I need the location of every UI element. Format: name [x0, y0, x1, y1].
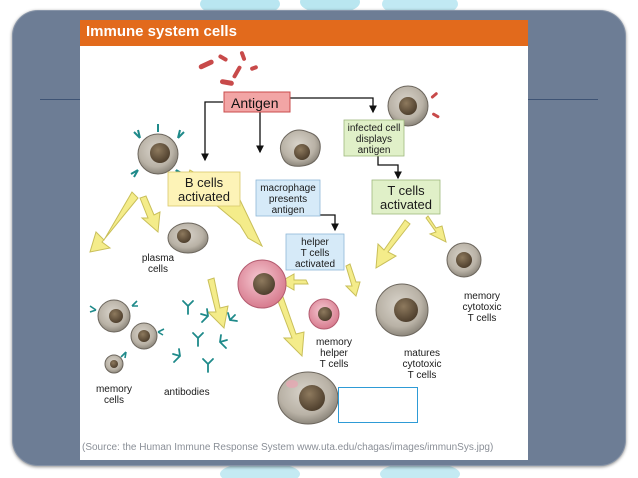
- svg-text:memory: memory: [464, 291, 500, 302]
- memory-helper-line-3: T cells: [320, 359, 349, 370]
- bottom-cell: [277, 371, 339, 425]
- memory-helper-t-cell: [308, 298, 340, 330]
- svg-text:memory: memory: [316, 337, 352, 348]
- svg-text:matures: matures: [404, 348, 440, 359]
- svg-text:T cells: T cells: [408, 370, 437, 381]
- infected-cell: [387, 85, 440, 127]
- memory-cytotoxic-line-3: T cells: [468, 313, 497, 324]
- svg-text:cells: cells: [148, 264, 168, 275]
- placeholder-textbox[interactable]: [338, 387, 418, 423]
- memory-cells-line-2: cells: [104, 395, 124, 406]
- cytotoxic-t-cell: [375, 283, 429, 337]
- memory-cytotoxic-line-2: cytotoxic: [463, 302, 502, 313]
- memory-cytotoxic-t-cell: [446, 242, 482, 278]
- svg-text:helper: helper: [301, 237, 329, 248]
- immune-diagram: Antigen infected cell displays antigen: [89, 51, 502, 425]
- connector-arrows: [201, 97, 402, 232]
- macrophage-line-2: presents: [269, 194, 307, 205]
- antibody-glyphs: [172, 300, 238, 373]
- helper-t-cells-box: [285, 233, 345, 271]
- svg-text:activated: activated: [295, 259, 335, 270]
- macrophage-cell: [279, 129, 321, 167]
- svg-text:helper: helper: [320, 348, 348, 359]
- helper-line-2: T cells: [301, 248, 330, 259]
- plasma-line-1: plasma: [142, 253, 175, 264]
- infected-cell-line-2: displays: [356, 134, 392, 145]
- b-cell: [130, 124, 185, 178]
- svg-text:presents: presents: [269, 194, 307, 205]
- figure-source: (Source: the Human Immune Response Syste…: [82, 442, 494, 453]
- antigen-label: Antigen: [231, 95, 278, 111]
- infected-cell-line-3: antigen: [358, 145, 391, 156]
- t-cells-line-2: activated: [380, 197, 432, 212]
- memory-cells-line-1: memory: [96, 384, 132, 395]
- svg-text:cytotoxic: cytotoxic: [463, 302, 502, 313]
- title-rule-right: [528, 99, 598, 100]
- b-cells-line-1: B cells: [185, 175, 224, 190]
- antigen-box: [223, 91, 291, 113]
- svg-text:memory: memory: [96, 384, 132, 395]
- svg-text:cells: cells: [104, 395, 124, 406]
- figure-title-bar: Immune system cells: [80, 20, 528, 46]
- memory-helper-line-2: helper: [320, 348, 348, 359]
- title-rule-left: [40, 99, 80, 100]
- figure-title: Immune system cells: [86, 23, 237, 40]
- macrophage-line-3: antigen: [272, 205, 305, 216]
- svg-text:T cells: T cells: [320, 359, 349, 370]
- memory-cytotoxic-line-1: memory: [464, 291, 500, 302]
- svg-text:B cells: B cells: [185, 175, 224, 190]
- svg-text:activated: activated: [380, 197, 432, 212]
- antibodies-label: antibodies: [164, 387, 210, 398]
- svg-text:cytotoxic: cytotoxic: [403, 359, 442, 370]
- matures-line-3: T cells: [408, 370, 437, 381]
- svg-text:plasma: plasma: [142, 253, 175, 264]
- antigen-particles: [198, 51, 258, 86]
- svg-text:antigen: antigen: [272, 205, 305, 216]
- svg-text:displays: displays: [356, 134, 392, 145]
- svg-text:T cells: T cells: [301, 248, 330, 259]
- svg-text:activated: activated: [178, 189, 230, 204]
- svg-text:antigen: antigen: [358, 145, 391, 156]
- infected-cell-line-1: infected cell: [348, 123, 401, 134]
- svg-text:macrophage: macrophage: [260, 183, 316, 194]
- b-cells-line-2: activated: [178, 189, 230, 204]
- svg-text:T cells: T cells: [387, 183, 425, 198]
- svg-text:T cells: T cells: [468, 313, 497, 324]
- matures-line-1: matures: [404, 348, 440, 359]
- helper-t-cell: [237, 259, 287, 309]
- b-cells-activated-box: [167, 171, 241, 207]
- memory-cells: [89, 299, 165, 374]
- helper-line-3: activated: [295, 259, 335, 270]
- plasma-cell: [167, 222, 209, 254]
- t-cells-activated-box: [371, 179, 441, 215]
- helper-line-1: helper: [301, 237, 329, 248]
- t-cells-line-1: T cells: [387, 183, 425, 198]
- macrophage-box: [255, 179, 321, 217]
- matures-line-2: cytotoxic: [403, 359, 442, 370]
- svg-text:infected cell: infected cell: [348, 123, 401, 134]
- plasma-line-2: cells: [148, 264, 168, 275]
- memory-helper-line-1: memory: [316, 337, 352, 348]
- immune-diagram-figure: Antigen infected cell displays antigen: [80, 20, 528, 460]
- macrophage-line-1: macrophage: [260, 183, 316, 194]
- infected-cell-box: [343, 119, 405, 157]
